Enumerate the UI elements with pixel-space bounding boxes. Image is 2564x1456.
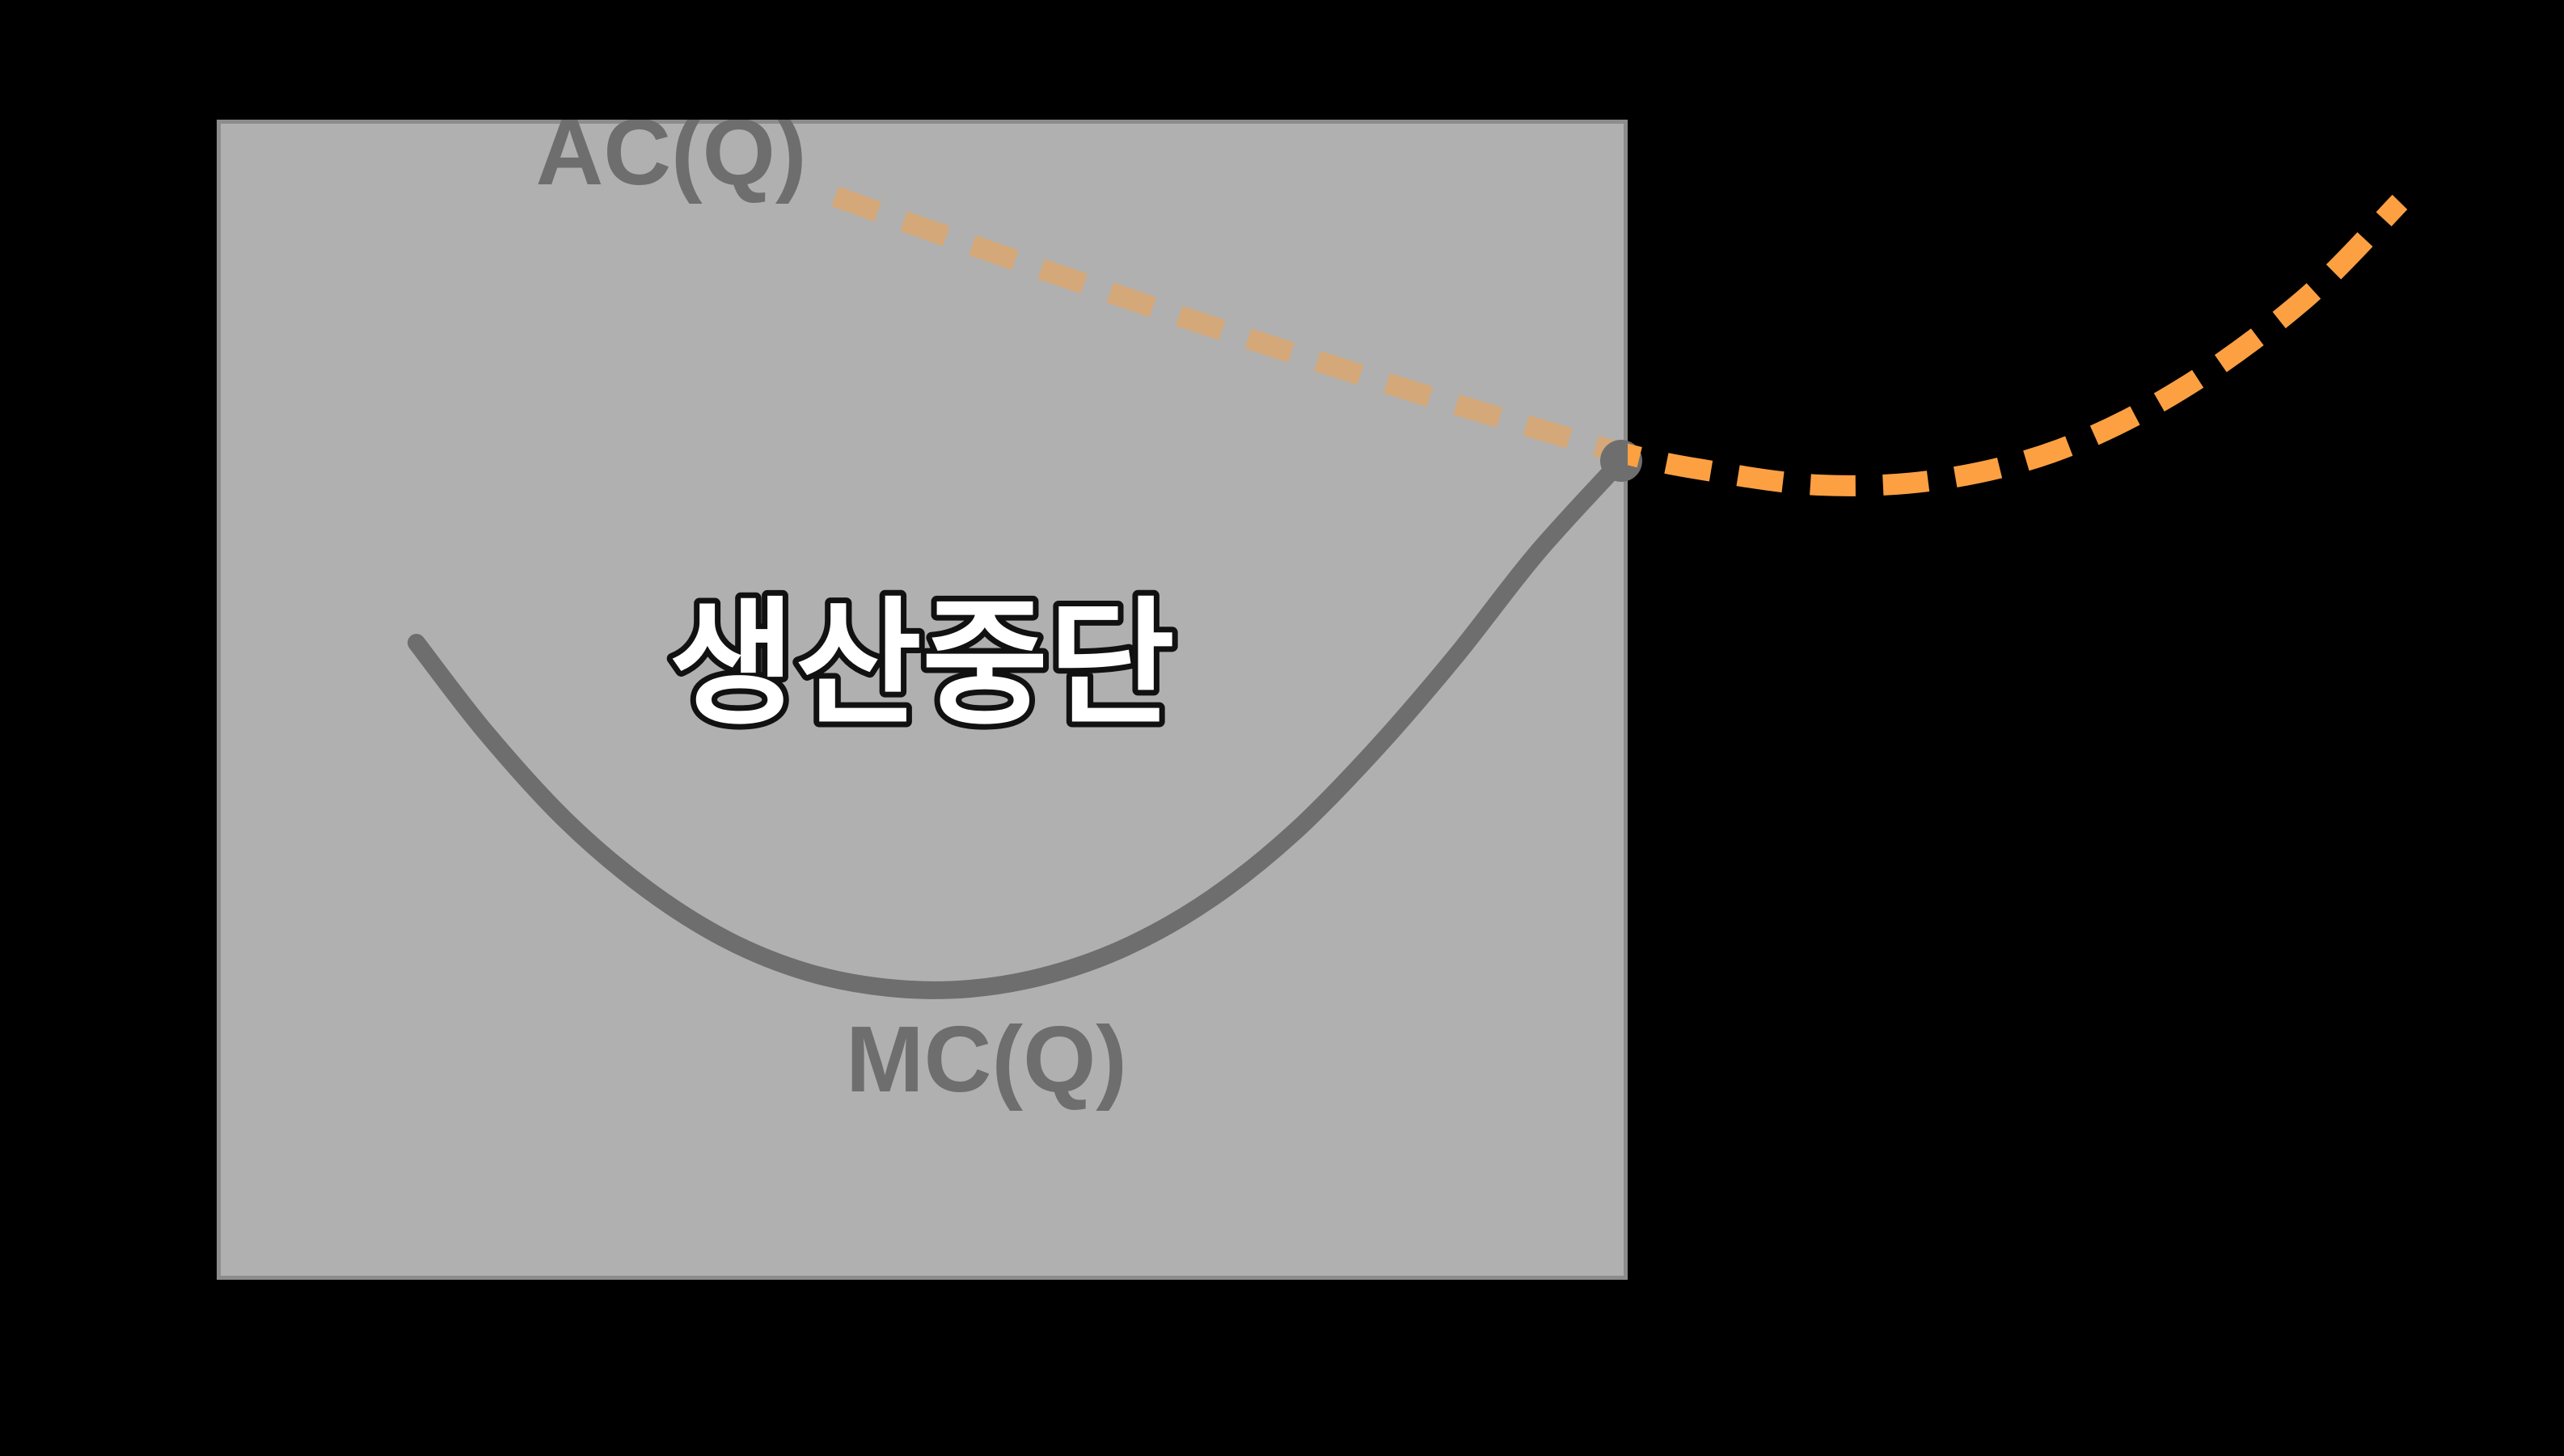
shutdown-caption: 생산중단 xyxy=(669,588,1175,741)
ac-curve-label: AC(Q) xyxy=(535,99,806,205)
shutdown-caption-group: 생산중단 생산중단 xyxy=(663,582,1181,747)
shutdown-caption-outline: 생산중단 xyxy=(669,588,1175,741)
mc-curve xyxy=(408,452,1630,999)
mc-curve-label: MC(Q) xyxy=(846,1007,1127,1112)
shutdown-region-border xyxy=(217,120,1628,1280)
ac-label-group: AC(Q) xyxy=(535,99,806,205)
